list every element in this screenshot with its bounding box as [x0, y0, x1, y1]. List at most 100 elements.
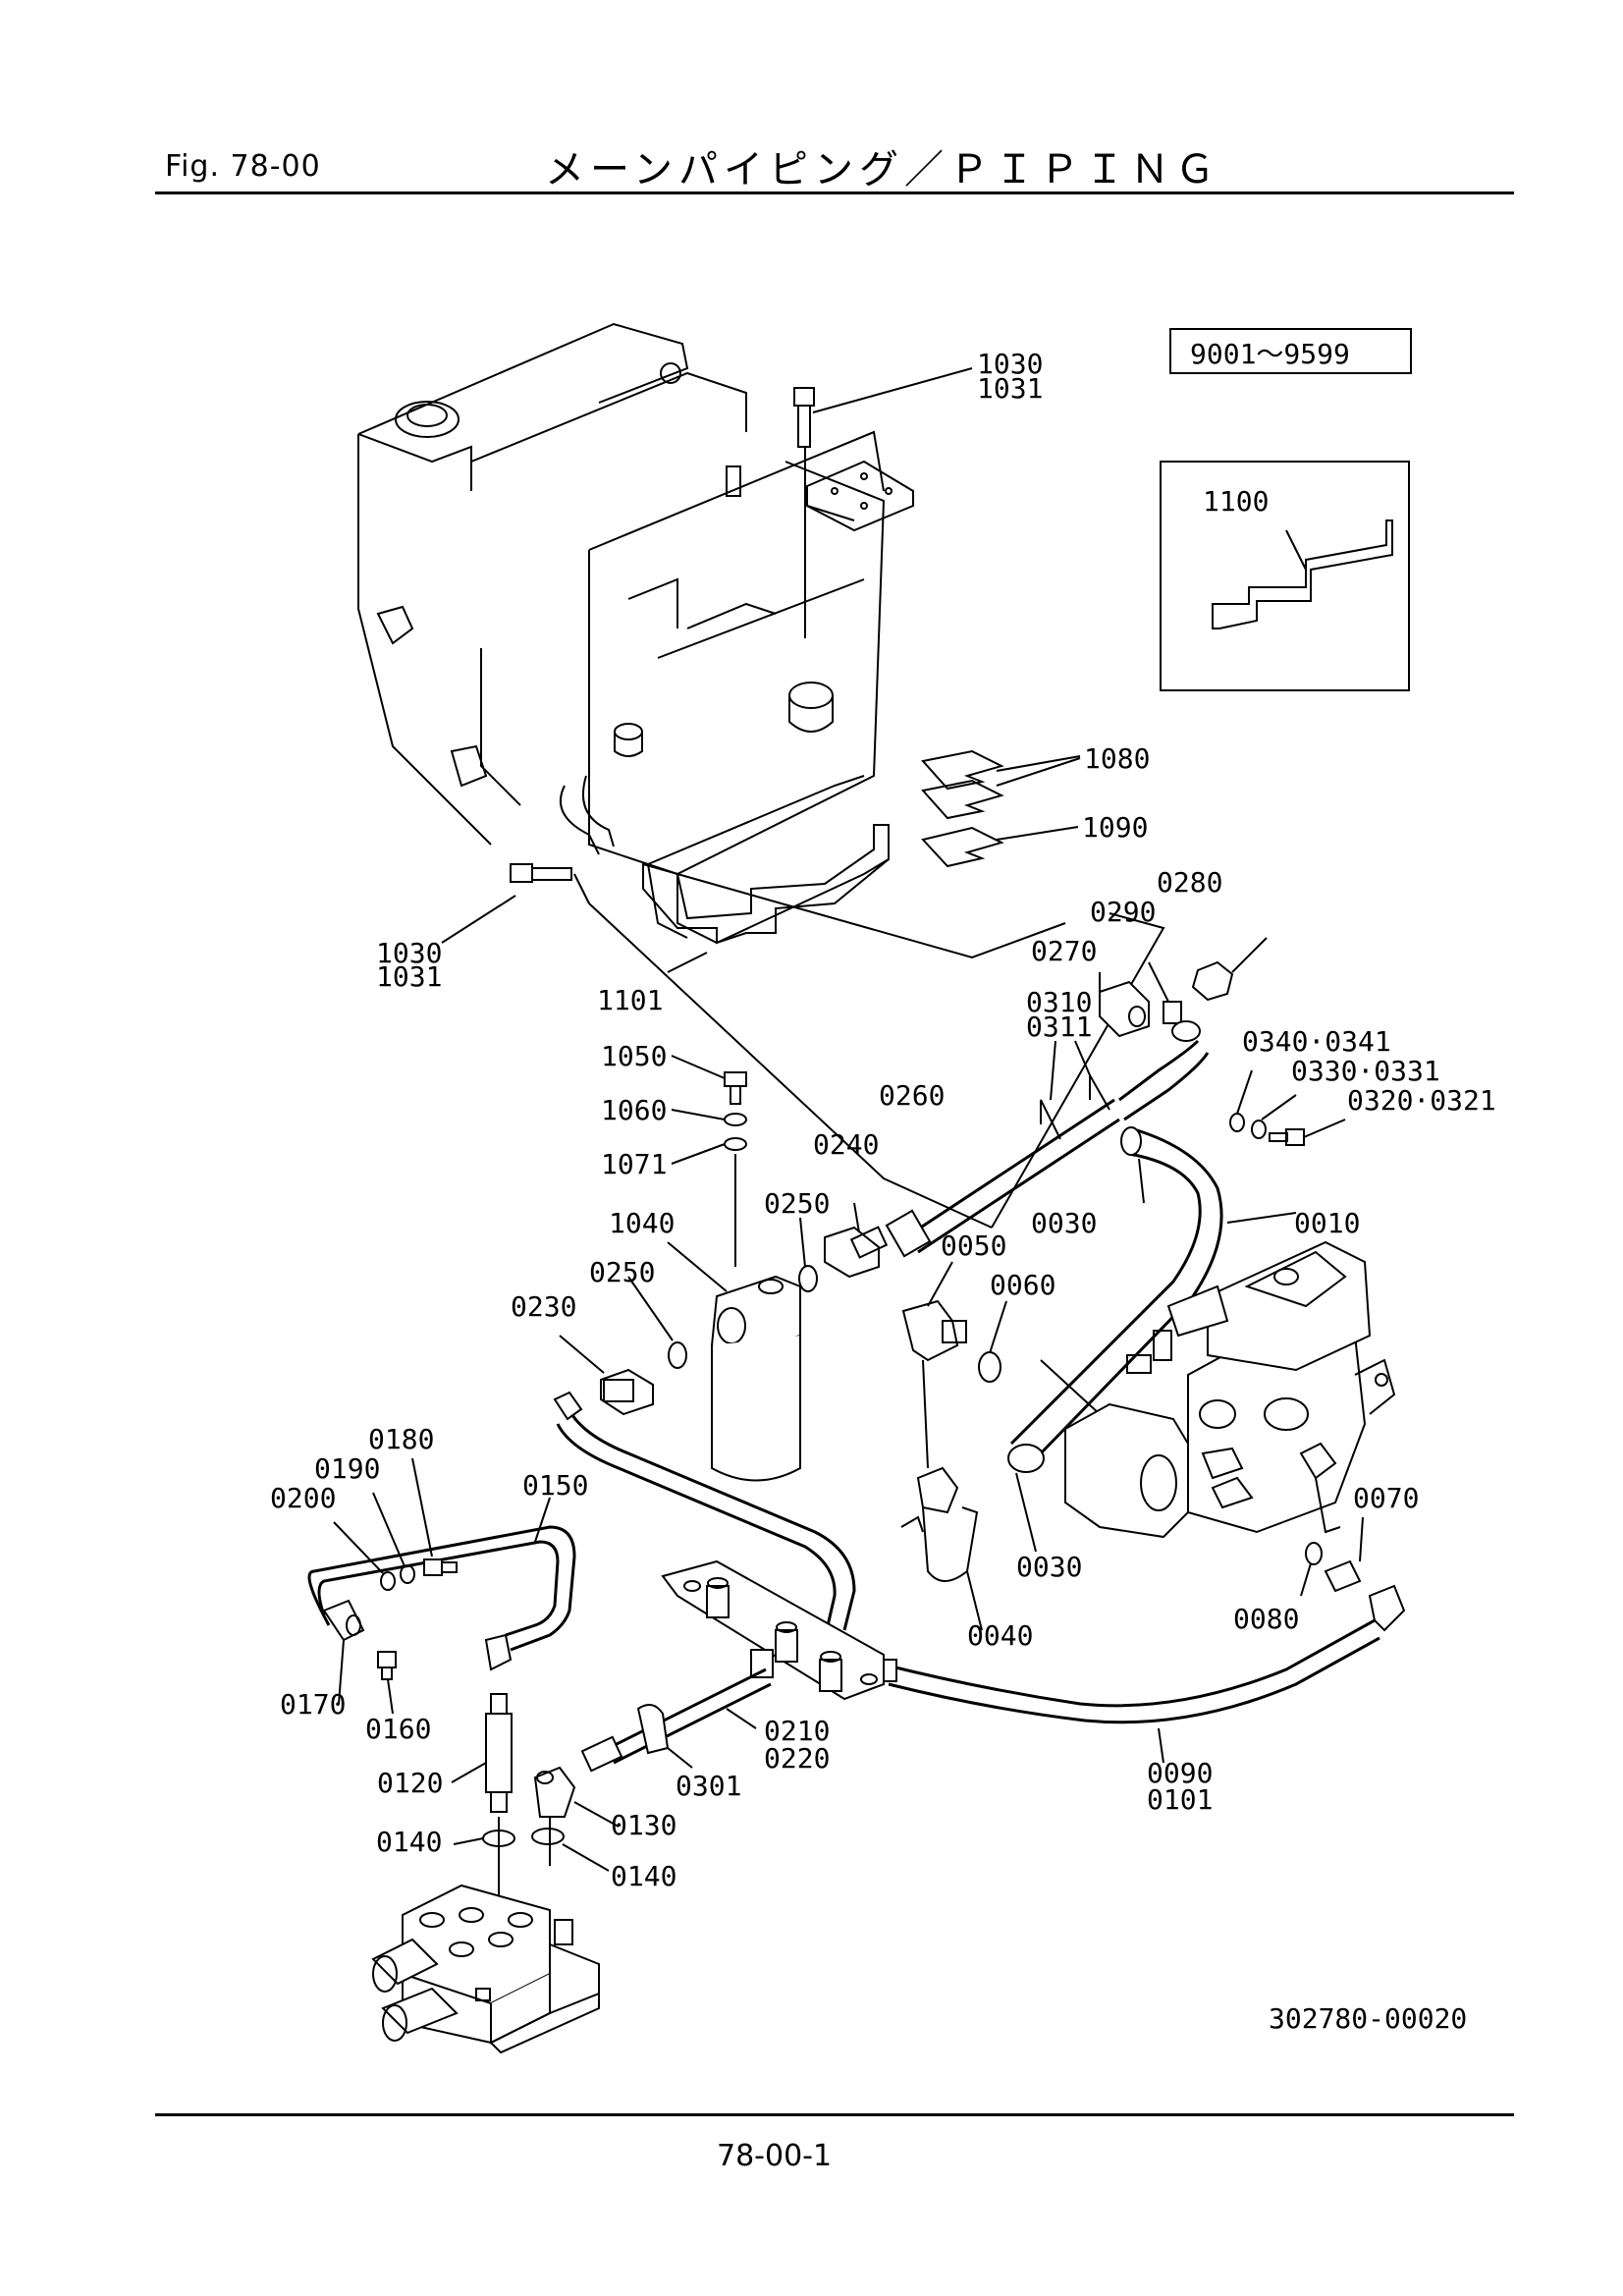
fitting-0070: [1324, 1516, 1364, 1593]
callout-labels: 1030 1031 1100 1080 1090 1030 1031 1101 …: [270, 348, 1496, 2035]
callout-0320-0321: 0320·0321: [1347, 1084, 1496, 1117]
bolt-1030-top: [793, 367, 973, 638]
manifold-bracket: [661, 1559, 885, 1701]
elbow-0270: [1099, 972, 1150, 1038]
callout-0250-a: 0250: [764, 1187, 830, 1220]
callout-0030-top: 0030: [1031, 1207, 1097, 1239]
mount-plate: [806, 460, 914, 532]
suction-hose-0010: [1007, 1126, 1297, 1553]
callout-0230: 0230: [511, 1290, 576, 1323]
assembly-outline: [588, 873, 1165, 1229]
callout-0160: 0160: [365, 1713, 431, 1745]
washers-0330-0340: [1229, 1069, 1297, 1139]
callout-0250-b: 0250: [589, 1256, 655, 1288]
serial-range-label: 9001～9599: [1190, 338, 1350, 370]
oring-0060: [978, 1351, 1001, 1383]
clamp-0030-bottom: [1007, 1444, 1045, 1473]
pipe-0120: [451, 1693, 513, 1954]
fitting-0050: [901, 1261, 967, 1469]
clamp-0030-top: [1120, 1126, 1142, 1156]
serial-range-box: 9001～9599: [1169, 328, 1412, 374]
callout-1100: 1100: [1203, 485, 1269, 518]
callout-0030-bottom: 0030: [1016, 1551, 1082, 1583]
callout-1060: 1060: [601, 1094, 667, 1126]
callout-0170: 0170: [280, 1688, 346, 1721]
filter-1040: [667, 1241, 801, 1482]
callout-0200: 0200: [270, 1482, 336, 1514]
callout-0301: 0301: [676, 1770, 741, 1802]
shims-1080: [921, 749, 1081, 820]
callout-0240: 0240: [813, 1128, 879, 1161]
callout-1030-top: 1030: [977, 348, 1043, 380]
callout-0150: 0150: [522, 1469, 588, 1502]
hydraulic-tank: [357, 322, 890, 945]
callout-0290: 0290: [1090, 896, 1156, 928]
oring-0080: [1305, 1542, 1323, 1565]
callout-0140-right: 0140: [611, 1860, 676, 1892]
pipe-0210: [580, 1667, 772, 1773]
callout-0270: 0270: [1031, 935, 1097, 967]
fittings-1050-1071: [671, 1055, 747, 1267]
adapter-0240: [798, 1202, 889, 1292]
washers-0190-0200: [333, 1492, 415, 1591]
port-boss: [788, 682, 834, 709]
bolt-0180: [411, 1457, 458, 1576]
page-title: メーンパイピング／ＰＩＰＩＮＧ: [545, 147, 1220, 192]
bolt-0320: [1269, 1119, 1346, 1146]
callout-0210: 0210: [764, 1715, 830, 1747]
inset-plate-box: [1160, 461, 1410, 691]
callout-0070: 0070: [1353, 1482, 1419, 1514]
callout-0101: 0101: [1147, 1783, 1213, 1816]
callout-1031-top: 1031: [977, 372, 1043, 405]
oring-0250-b: [668, 1341, 687, 1369]
callout-0311: 0311: [1026, 1011, 1092, 1043]
header-rule: [155, 191, 1514, 194]
tank-bracket-top: [376, 605, 414, 645]
callout-0180: 0180: [368, 1423, 434, 1455]
callout-0280: 0280: [1157, 866, 1222, 899]
pilot-line: [553, 1391, 856, 1631]
callout-0130: 0130: [611, 1809, 676, 1841]
callout-0120: 0120: [377, 1767, 443, 1799]
plate-1101: [642, 824, 890, 973]
hydraulic-pump: [1064, 1240, 1396, 1539]
tank-bracket-bottom: [450, 744, 488, 788]
callout-0040: 0040: [967, 1619, 1033, 1652]
callout-0140-left: 0140: [376, 1826, 442, 1858]
control-valve: [371, 1884, 600, 2054]
tank-elbow: [560, 785, 600, 855]
callout-0340-0341: 0340·0341: [1242, 1025, 1391, 1058]
clamp-0170: [322, 1599, 365, 1642]
callout-1090: 1090: [1082, 811, 1148, 844]
nut-0280: [1191, 937, 1268, 1002]
bolt-1030-bottom: [441, 863, 590, 944]
pipe-0150: [307, 1497, 576, 1671]
figure-label: Fig. 78-00: [165, 149, 321, 184]
callout-0220: 0220: [764, 1742, 830, 1775]
plate-1100: [1212, 519, 1393, 629]
collar-0290: [1148, 961, 1182, 1024]
callout-0010: 0010: [1294, 1207, 1360, 1239]
elbow-0130: [533, 1766, 620, 1866]
callout-1040: 1040: [609, 1207, 675, 1239]
callout-1030-bottom: 1030: [376, 937, 442, 969]
callout-0330-0331: 0330·0331: [1291, 1055, 1440, 1087]
callout-1101: 1101: [597, 984, 663, 1016]
filler-cap: [395, 401, 460, 438]
page-number: 78-00-1: [717, 2139, 833, 2173]
bolt-0160: [338, 1639, 397, 1715]
callout-0260: 0260: [879, 1079, 945, 1112]
callout-0080: 0080: [1233, 1603, 1299, 1635]
clamp-0301: [636, 1704, 670, 1755]
hose-0090: [868, 1584, 1406, 1764]
adapter-0230: [559, 1276, 687, 1416]
shim-1090: [921, 826, 1079, 868]
callout-0090: 0090: [1147, 1757, 1213, 1789]
callout-0050: 0050: [941, 1230, 1006, 1262]
callout-1031-bottom: 1031: [376, 960, 442, 993]
callout-0190: 0190: [314, 1452, 380, 1485]
elbow-0040: [900, 1466, 983, 1631]
callout-1080: 1080: [1084, 742, 1150, 775]
hose-0260: [885, 1020, 1210, 1258]
